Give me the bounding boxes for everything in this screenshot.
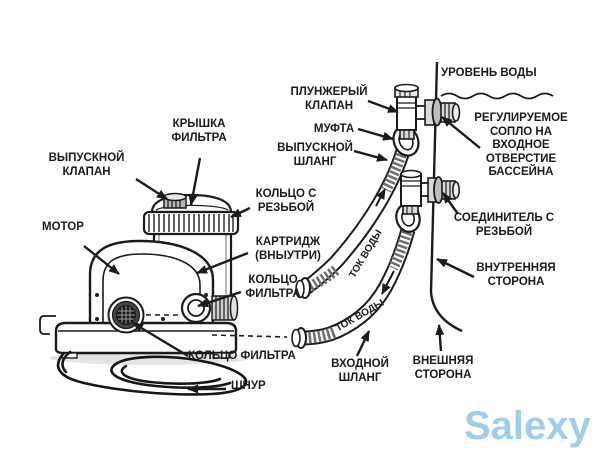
arrow-plunger-valve [367,99,399,114]
label-water-level: УРОВЕНЬ ВОДЫ [441,67,537,79]
arrow-threaded-connector [442,192,459,215]
pointer-arrows [83,99,481,394]
discharge-valve-drawing [163,192,187,209]
pump-ports-drawing [107,292,239,334]
arrow-threaded-ring [230,206,251,219]
threaded-connector-drawing [400,169,460,215]
arrow-inner-side [436,257,475,279]
label-filter-ring-lower: КОЛЬЦО ФИЛЬТРА [188,350,296,362]
label-cord: ШНУР [231,380,266,392]
threaded-ring-drawing [142,210,240,236]
arrow-discharge-valve [135,177,168,201]
flow-arrows [375,188,395,295]
label-discharge-valve: ВЫПУСКНОЙ КЛАПАН [48,152,125,178]
label-cartridge: КАРТРИДЖ (ВНЫУТРИ) [255,236,321,262]
filter-housing-drawing [142,192,240,320]
label-inner-side: ВНУТРЕННЯЯ СТОРОНА [476,262,556,288]
plunger-valve-drawing [394,83,461,140]
power-cord-drawing [56,350,248,396]
label-coupling: МУФТА [313,123,355,135]
salexy-watermark: Salexy [464,404,591,448]
label-threaded-connector: СОЕДИНИТЕЛЬ С РЕЗЬБОЙ [453,212,555,238]
arrow-nozzle [441,116,481,149]
label-outer-side: ВНЕШНЯЯ СТОРОНА [412,355,474,381]
arrow-filter-ring-lower [132,321,189,358]
arrow-outlet-hose [353,149,388,162]
label-inlet-hose: ВХОДНОЙ ШЛАНГ [331,358,389,384]
pool-nozzle-flange [431,97,443,127]
pool-wall-drawing [429,61,554,333]
label-threaded-ring: КОЛЬЦО С РЕЗЬБОЙ [255,188,317,214]
arrow-cartridge [196,251,249,275]
arrow-outer-side [435,324,445,352]
label-filter-cap: КРЫШКА ФИЛЬТРА [171,118,227,144]
arrow-filter-ring-upper [197,290,242,308]
pump-base-drawing [39,315,238,359]
label-filter-ring-upper: КОЛЬЦО ФИЛЬТРА [245,274,301,300]
label-motor: МОТОР [42,221,84,233]
label-outlet-hose: ВЫПУСКНОЙ ШЛАНГ [277,142,353,168]
label-plunger-valve: ПЛУНЖЕРЫЙ КЛАПАН [290,86,368,112]
label-adjustable-nozzle: РЕГУЛИРУЕМОЕ СОПЛО НА ВХОДНОЕ ОТВЕРСТИЕ … [474,112,568,178]
arrow-inlet-hose [355,330,371,357]
arrow-filter-cap [188,157,202,206]
arrow-coupling [357,127,394,141]
arrow-motor [83,245,120,275]
water-level-wave [440,92,554,100]
alignment-dashed-lines [146,314,288,338]
